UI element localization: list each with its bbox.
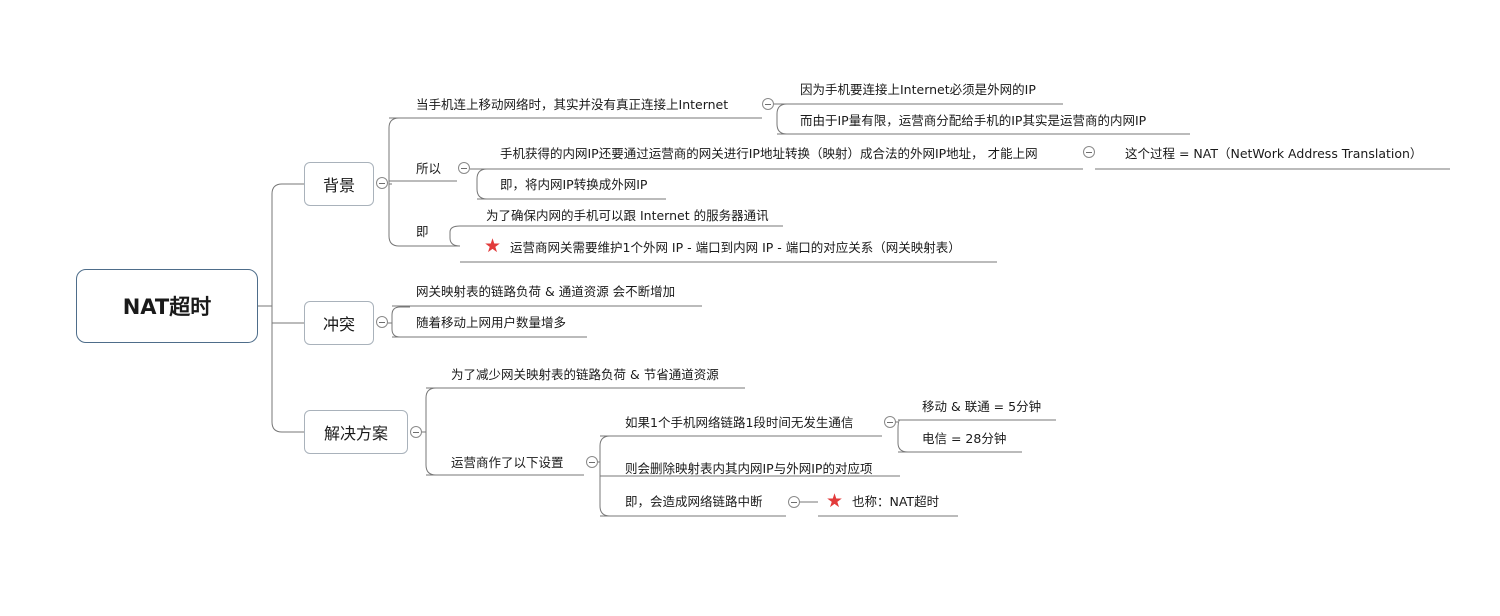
node-mobile-unicom-timeout[interactable]: 移动 & 联通 = 5分钟	[922, 399, 1042, 414]
collapse-circle-icon[interactable]	[1083, 146, 1095, 158]
collapse-circle-icon[interactable]	[458, 162, 470, 174]
node-operator-settings[interactable]: 运营商作了以下设置	[451, 455, 564, 470]
node-user-growth[interactable]: 随着移动上网用户数量增多	[416, 315, 567, 330]
star-icon: ★	[826, 490, 844, 512]
node-link-interrupt[interactable]: 即，会造成网络链路中断	[625, 494, 763, 509]
collapse-circle-icon[interactable]	[762, 98, 774, 110]
collapse-circle-icon[interactable]	[410, 426, 422, 438]
node-gateway-translation[interactable]: 手机获得的内网IP还要通过运营商的网关进行IP地址转换（映射）成合法的外网IP地…	[500, 146, 1038, 161]
node-reduce-load[interactable]: 为了减少网关映射表的链路负荷 & 节省通道资源	[451, 367, 719, 382]
node-private-to-public[interactable]: 即，将内网IP转换成外网IP	[500, 177, 648, 192]
node-nat-timeout-alias[interactable]: 也称：NAT超时	[852, 494, 940, 509]
node-delete-mapping[interactable]: 则会删除映射表内其内网IP与外网IP的对应项	[625, 461, 873, 476]
node-ensure-communication[interactable]: 为了确保内网的手机可以跟 Internet 的服务器通讯	[486, 208, 769, 223]
topic-conflict[interactable]: 冲突	[304, 301, 374, 345]
collapse-circle-icon[interactable]	[376, 177, 388, 189]
node-no-communication[interactable]: 如果1个手机网络链路1段时间无发生通信	[625, 415, 854, 430]
topic-solution[interactable]: 解决方案	[304, 410, 408, 454]
node-mapping-table[interactable]: 运营商网关需要维护1个外网 IP - 端口到内网 IP - 端口的对应关系（网关…	[510, 240, 961, 255]
node-so[interactable]: 所以	[416, 161, 442, 176]
topic-background[interactable]: 背景	[304, 162, 374, 206]
root-topic[interactable]: NAT超时	[76, 269, 258, 343]
collapse-circle-icon[interactable]	[788, 496, 800, 508]
node-mobile-network[interactable]: 当手机连上移动网络时，其实并没有真正连接上Internet	[416, 97, 729, 112]
node-nat-definition[interactable]: 这个过程 = NAT（NetWork Address Translation）	[1125, 146, 1423, 161]
collapse-circle-icon[interactable]	[376, 316, 388, 328]
node-telecom-timeout[interactable]: 电信 = 28分钟	[922, 431, 1007, 446]
collapse-circle-icon[interactable]	[884, 416, 896, 428]
node-need-public-ip[interactable]: 因为手机要连接上Internet必须是外网的IP	[800, 82, 1036, 97]
node-load-increase[interactable]: 网关映射表的链路负荷 & 通道资源 会不断增加	[416, 284, 676, 299]
node-ie[interactable]: 即	[416, 224, 429, 239]
node-private-ip[interactable]: 而由于IP量有限，运营商分配给手机的IP其实是运营商的内网IP	[800, 113, 1147, 128]
collapse-circle-icon[interactable]	[586, 456, 598, 468]
star-icon: ★	[484, 235, 502, 257]
